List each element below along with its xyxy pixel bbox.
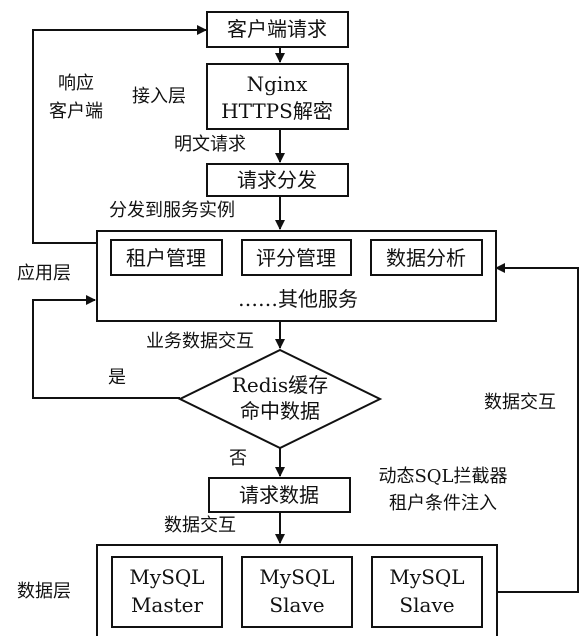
mysql-slave-1-text-line1: MySQL xyxy=(259,565,334,589)
node-client-request: 客户端请求 xyxy=(206,11,349,48)
node-rating-management: 评分管理 xyxy=(241,239,352,276)
node-request-data: 请求数据 xyxy=(208,477,351,513)
node-redis-decision: Redis缓存 命中数据 xyxy=(177,348,383,450)
redis-text-line2: 命中数据 xyxy=(240,399,320,423)
label-dispatch-to-instances: 分发到服务实例 xyxy=(109,200,235,221)
edges xyxy=(32,25,579,593)
mysql-master-text-line1: MySQL xyxy=(129,565,204,589)
label-access-layer: 接入层 xyxy=(132,86,186,107)
edge-db-to-app xyxy=(495,263,579,593)
node-dispatch: 请求分发 xyxy=(206,163,349,197)
other-services-text: ……其他服务 xyxy=(238,287,358,311)
tenant-management-text: 租户管理 xyxy=(126,246,206,270)
label-data-exchange-right: 数据交互 xyxy=(484,392,556,413)
label-plaintext-request: 明文请求 xyxy=(174,134,246,155)
label-interceptor-line2: 租户条件注入 xyxy=(389,493,497,514)
rating-management-text: 评分管理 xyxy=(256,246,336,270)
label-interceptor-line1: 动态SQL拦截器 xyxy=(378,466,507,487)
nginx-text-line1: Nginx xyxy=(247,72,309,96)
label-data-exchange-lower: 数据交互 xyxy=(164,515,236,536)
label-business-data-exchange: 业务数据交互 xyxy=(146,331,254,352)
redis-text-line1: Redis缓存 xyxy=(232,373,328,397)
client-request-text: 客户端请求 xyxy=(227,17,327,41)
mysql-slave-1-text-line2: Slave xyxy=(269,593,324,617)
node-mysql-slave-1: MySQL Slave xyxy=(241,556,353,628)
dispatch-text: 请求分发 xyxy=(237,168,317,192)
label-application-layer: 应用层 xyxy=(17,263,71,284)
node-tenant-management: 租户管理 xyxy=(110,239,223,276)
edge-app-respond-client xyxy=(32,25,207,244)
edge-redis-yes-back xyxy=(32,295,180,399)
label-respond-line2: 客户端 xyxy=(49,101,103,122)
label-yes: 是 xyxy=(108,367,126,388)
request-data-text: 请求数据 xyxy=(239,483,319,507)
nginx-text-line2: HTTPS解密 xyxy=(221,99,333,123)
node-data-analysis: 数据分析 xyxy=(370,239,483,276)
mysql-master-text-line2: Master xyxy=(131,593,204,617)
label-no: 否 xyxy=(229,448,247,469)
data-analysis-text: 数据分析 xyxy=(386,246,466,270)
node-nginx: Nginx HTTPS解密 xyxy=(206,63,349,130)
label-data-layer: 数据层 xyxy=(17,581,71,602)
mysql-slave-2-text-line1: MySQL xyxy=(389,565,464,589)
label-respond-line1: 响应 xyxy=(58,73,94,94)
mysql-slave-2-text-line2: Slave xyxy=(399,593,454,617)
node-mysql-master: MySQL Master xyxy=(111,556,223,628)
node-mysql-slave-2: MySQL Slave xyxy=(371,556,483,628)
